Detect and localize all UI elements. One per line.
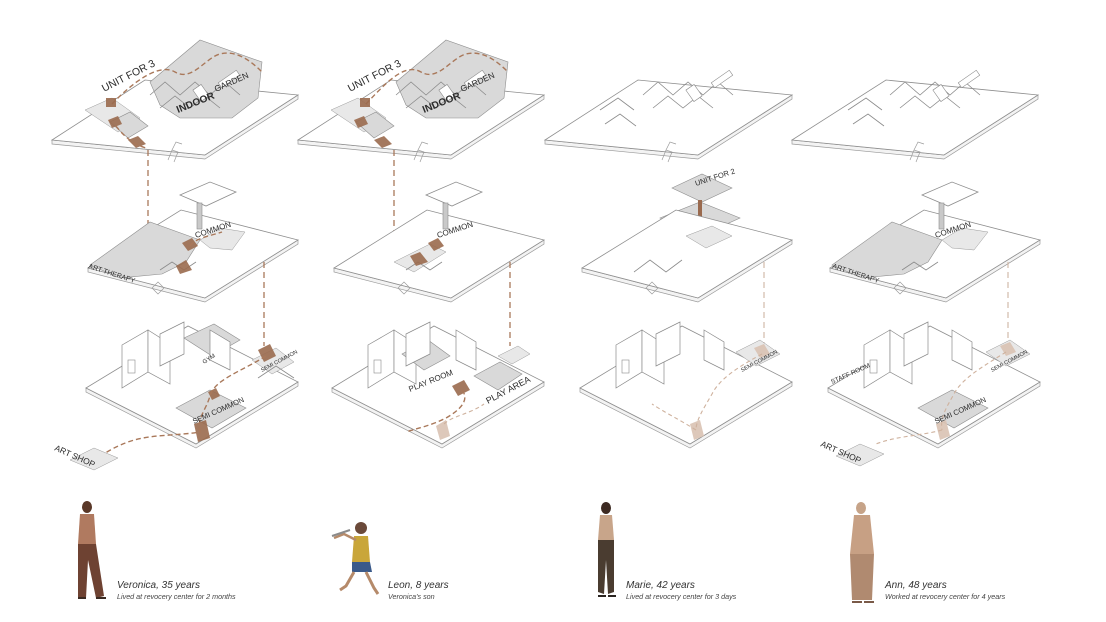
person-name-marie: Marie, 42 years <box>626 580 695 591</box>
figure-leon <box>331 522 380 595</box>
person-desc-leon: Veronica's son <box>388 592 435 601</box>
person-desc-marie: Lived at revocery center for 3 days <box>626 592 737 601</box>
figure-ann <box>850 502 874 603</box>
column-leon: UNIT FOR 3 INDOOR GARDEN COMMON <box>296 39 546 601</box>
middle-level-plate <box>580 209 794 303</box>
middle-level-plate: ART THERAPY COMMON <box>86 181 300 303</box>
bottom-level-plate: SEMI COMMON <box>579 321 793 449</box>
column-marie: UNIT FOR 2 SEMI COMMON <box>543 69 794 601</box>
column-veronica: UNIT FOR 3 INDOOR GARDEN ART THERAPY COM… <box>50 39 300 601</box>
top-level-plate: UNIT FOR 3 INDOOR GARDEN <box>296 39 546 163</box>
person-name-veronica: Veronica, 35 years <box>117 580 200 591</box>
person-name-ann: Ann, 48 years <box>884 580 947 591</box>
person-desc-ann: Worked at revocery center for 4 years <box>885 592 1006 601</box>
top-level-plate: UNIT FOR 3 INDOOR GARDEN <box>50 39 300 163</box>
column-ann: ART THERAPY COMMON STAFF ROOM SEMI COMMO… <box>790 69 1042 603</box>
top-level-plate <box>543 69 794 163</box>
bottom-level-plate: PLAY ROOM PLAY AREA <box>331 321 545 449</box>
middle-level-plate: COMMON <box>332 181 546 303</box>
bottom-level-plate: GYM SEMI COMMON SEMI COMMON <box>85 321 299 463</box>
person-name-leon: Leon, 8 years <box>388 580 449 591</box>
person-desc-veronica: Lived at revocery center for 2 months <box>117 592 236 601</box>
figure-veronica <box>78 501 106 599</box>
middle-level-plate: ART THERAPY COMMON <box>828 181 1042 303</box>
figure-marie <box>598 502 616 597</box>
art-shop-pad: ART SHOP <box>53 443 119 471</box>
bottom-level-plate: STAFF ROOM SEMI COMMON SEMI COMMON <box>827 321 1041 449</box>
art-shop-pad: ART SHOP <box>819 439 885 467</box>
top-level-plate <box>790 69 1040 163</box>
